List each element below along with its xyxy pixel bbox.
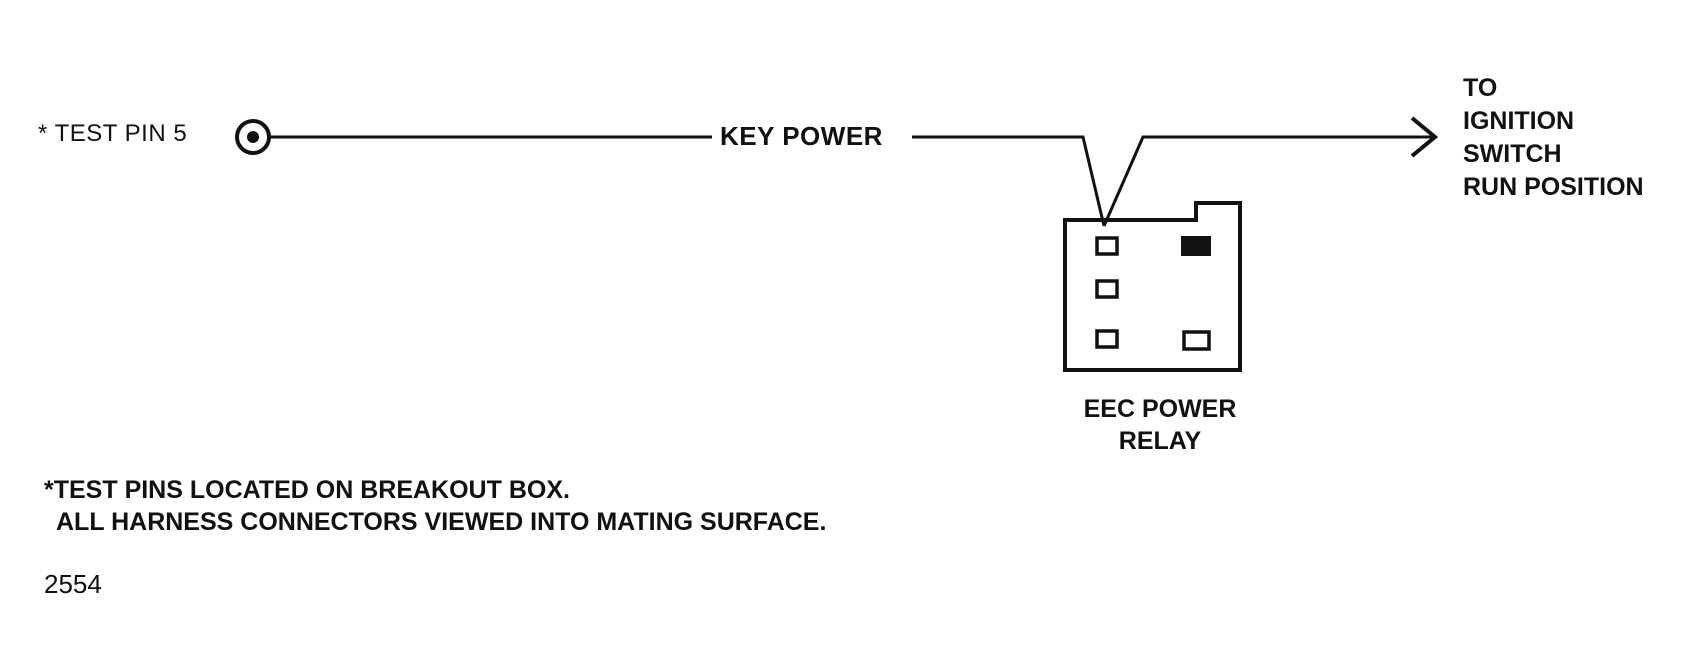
circuit-label: KEY POWER	[720, 121, 883, 151]
relay-pin-3	[1095, 279, 1119, 299]
relay-pin-4	[1095, 329, 1119, 349]
test-pin-jack	[235, 119, 271, 155]
test-pin-text: TEST PIN 5	[54, 120, 188, 147]
figure-number: 2554	[44, 569, 102, 599]
relay-connector-body	[1063, 201, 1242, 372]
destination-line: SWITCH	[1463, 140, 1562, 168]
relay-pin-2	[1181, 236, 1211, 256]
relay-pin-5	[1182, 330, 1211, 351]
destination-line: RUN POSITION	[1463, 173, 1644, 201]
connector-label-line: EEC POWER	[1083, 395, 1237, 423]
test-pin-marker: *	[38, 120, 48, 147]
test-pin-label: * TEST PIN 5	[38, 120, 187, 148]
connector-label: EEC POWER RELAY	[1040, 393, 1280, 457]
connector-label-line: RELAY	[1118, 427, 1202, 455]
footnote-line-1: *TEST PINS LOCATED ON BREAKOUT BOX.	[44, 476, 570, 504]
destination-line: IGNITION	[1463, 107, 1575, 135]
relay-pin-1	[1095, 236, 1119, 256]
destination-label: TO IGNITION SWITCH RUN POSITION	[1463, 72, 1644, 204]
footnote-line-2: ALL HARNESS CONNECTORS VIEWED INTO MATIN…	[56, 508, 827, 536]
ignition-wire	[1102, 135, 1435, 227]
arrow-head-icon	[1410, 116, 1439, 158]
key-power-wire-to-relay	[912, 135, 1106, 227]
destination-line: TO	[1463, 74, 1498, 102]
footnote: *TEST PINS LOCATED ON BREAKOUT BOX. ALL …	[44, 474, 826, 538]
